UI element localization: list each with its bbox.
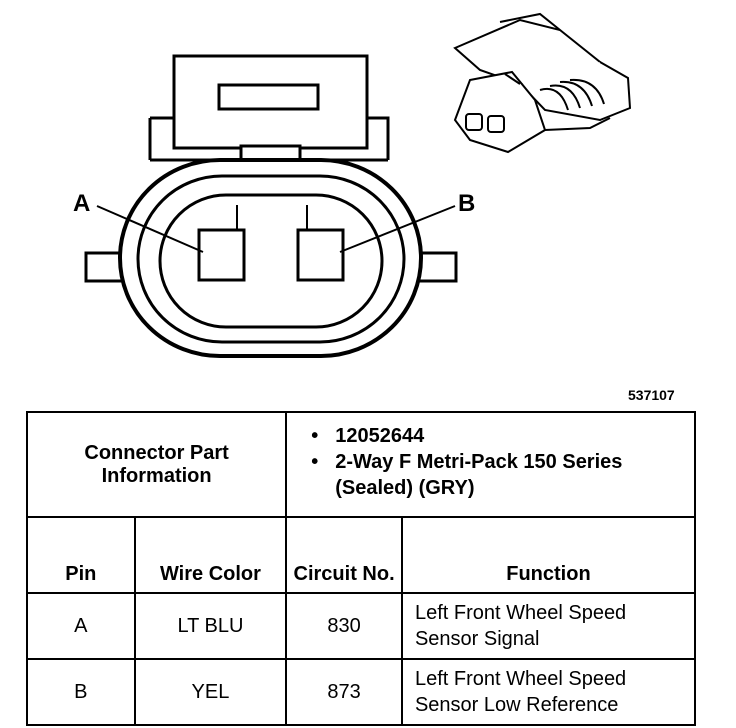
- connector-latch: [172, 54, 369, 150]
- connector-info-header-text: Connector Part Information: [84, 441, 229, 487]
- pin-a-leader: [96, 205, 204, 253]
- cavity-a: [197, 228, 246, 282]
- function-cell: Left Front Wheel Speed Sensor Signal: [400, 592, 697, 660]
- connector-diagram: [84, 12, 632, 358]
- connector-description: 2-Way F Metri-Pack 150 Series (Sealed) (…: [311, 449, 694, 501]
- connector-shoulders: [148, 116, 390, 160]
- circuit-no-cell: 830: [285, 592, 403, 660]
- latch-window: [217, 83, 320, 111]
- pin-cell: B: [26, 658, 136, 726]
- outer-oval: [118, 158, 423, 358]
- col-header-wire-color: Wire Color: [133, 516, 288, 594]
- connector-info-list: 12052644 2-Way F Metri-Pack 150 Series (…: [285, 411, 696, 518]
- function-cell: Left Front Wheel Speed Sensor Low Refere…: [400, 658, 697, 726]
- pinout-table: Connector Part Information 12052644 2-Wa…: [25, 411, 697, 726]
- pin-b-leader: [339, 205, 456, 253]
- circuit-no-cell: 873: [285, 658, 403, 726]
- pin-cell: A: [26, 592, 136, 660]
- figure-id: 537107: [628, 387, 675, 403]
- cavity-b: [296, 228, 345, 282]
- middle-oval: [136, 174, 406, 344]
- wire-color-cell: YEL: [133, 658, 288, 726]
- col-header-circuit-no: Circuit No.: [285, 516, 403, 594]
- table-row: B YEL 873 Left Front Wheel Speed Sensor …: [26, 658, 697, 726]
- connector-3d-illustration: [453, 12, 632, 154]
- table-row: A LT BLU 830 Left Front Wheel Speed Sens…: [26, 592, 697, 660]
- col-header-function: Function: [400, 516, 697, 594]
- inner-oval: [158, 193, 384, 329]
- part-number: 12052644: [311, 423, 694, 449]
- pin-b-label: B: [458, 190, 476, 217]
- column-header-row: Pin Wire Color Circuit No. Function: [26, 516, 697, 594]
- pin-a-label: A: [73, 190, 91, 217]
- info-row: Connector Part Information 12052644 2-Wa…: [25, 411, 696, 518]
- col-header-pin: Pin: [26, 516, 136, 594]
- wire-color-cell: LT BLU: [133, 592, 288, 660]
- connector-info-header: Connector Part Information: [25, 411, 288, 518]
